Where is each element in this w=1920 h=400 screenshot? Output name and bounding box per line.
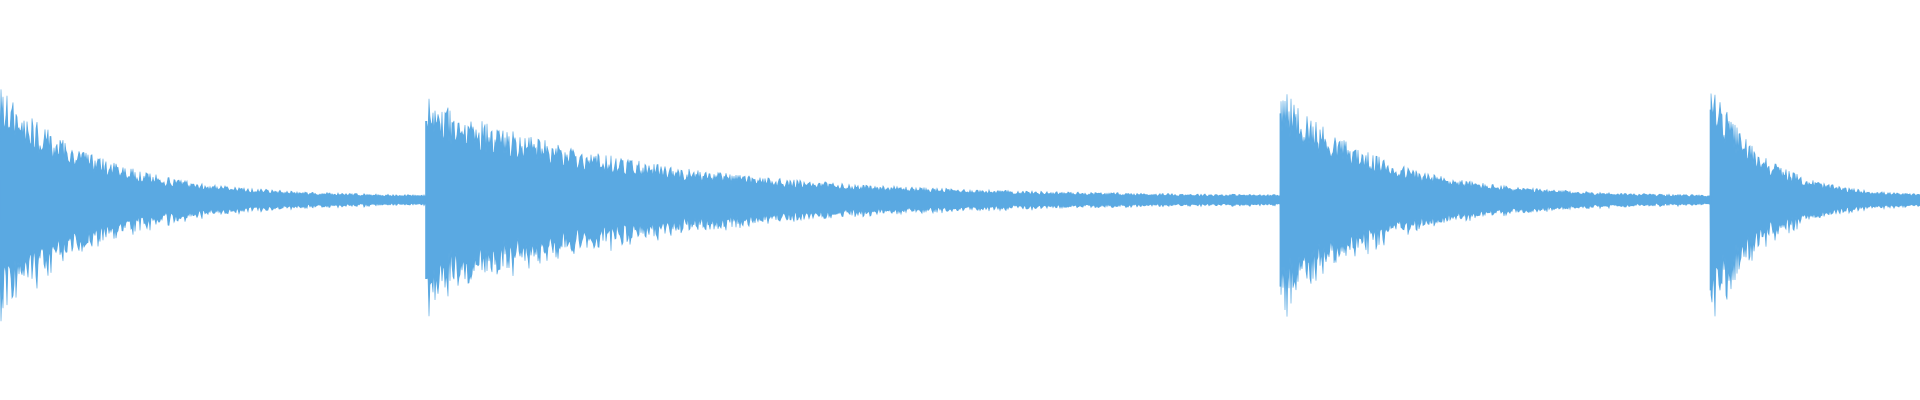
waveform-envelope — [0, 89, 1920, 322]
waveform-peaks — [0, 89, 1920, 322]
